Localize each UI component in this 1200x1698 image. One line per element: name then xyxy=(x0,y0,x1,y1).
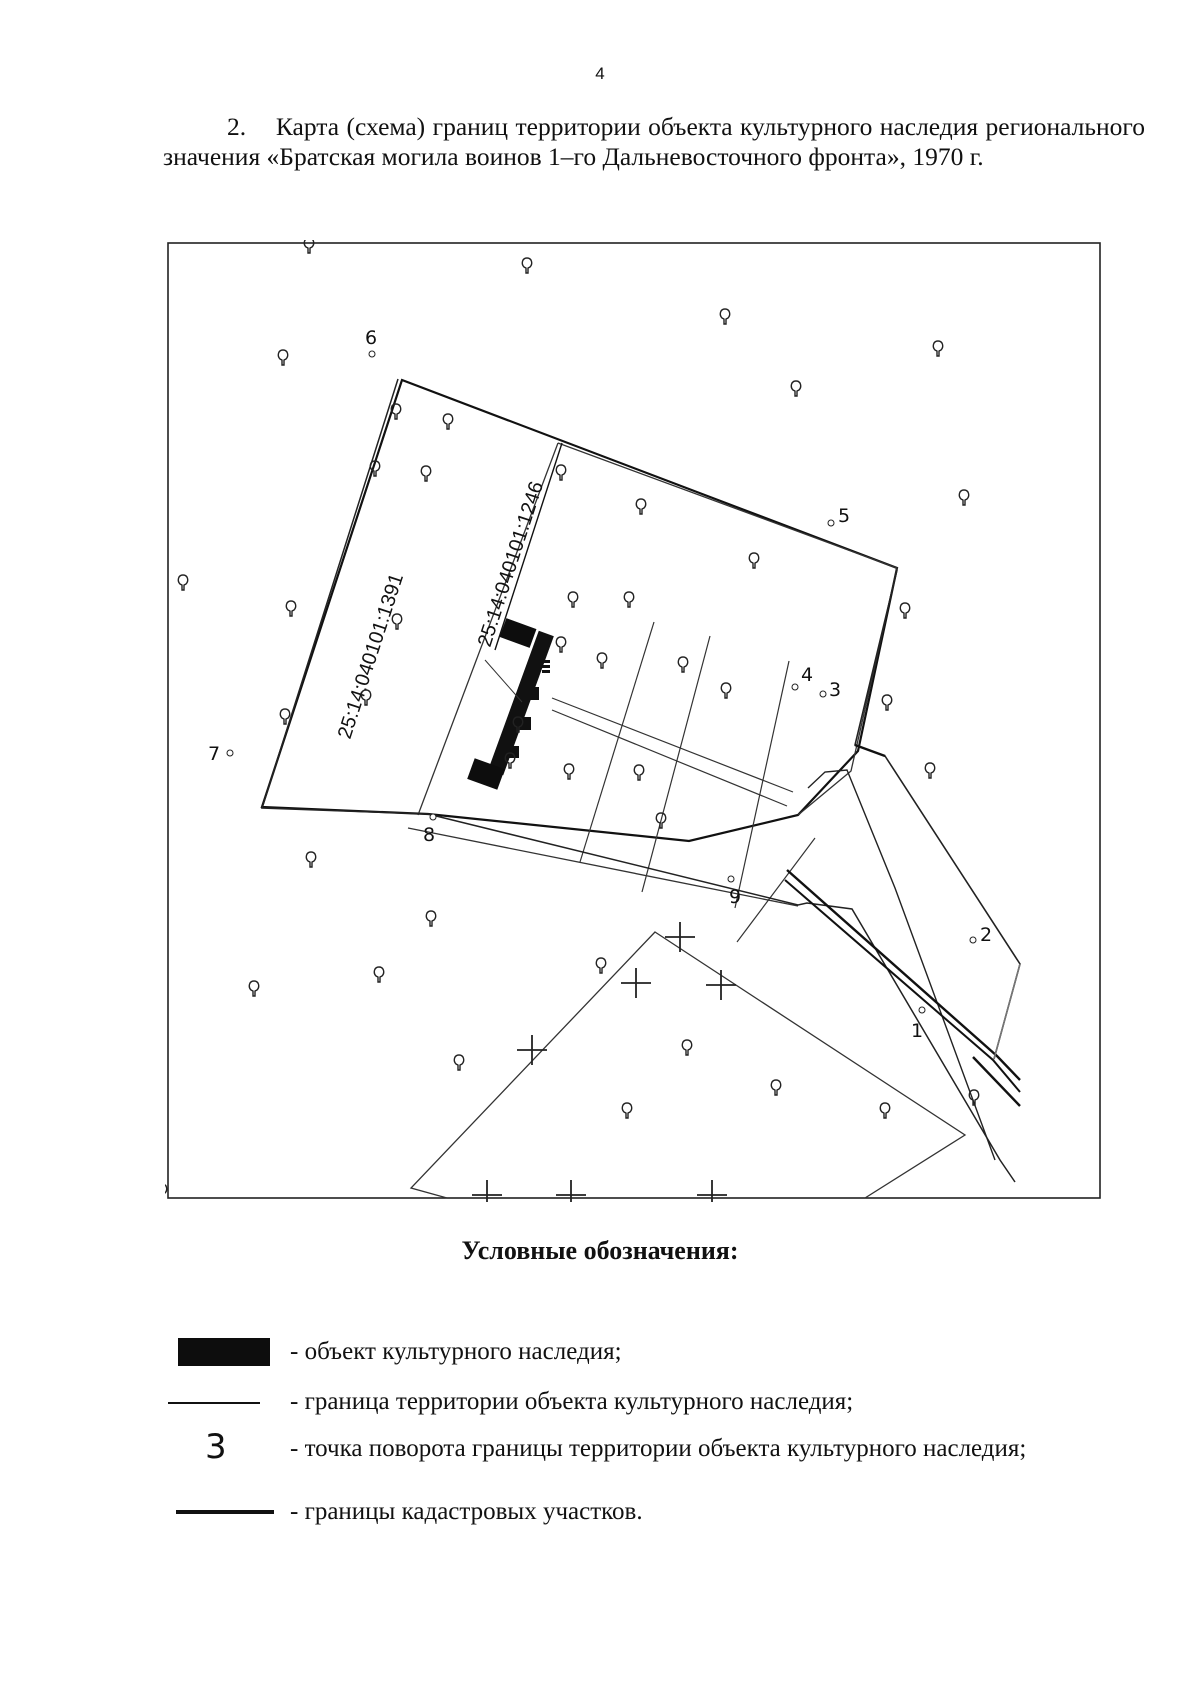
cross-icons xyxy=(471,921,737,1202)
legend-title: Условные обозначения: xyxy=(461,1236,739,1265)
tree-icon xyxy=(899,602,911,619)
boundary-point-2 xyxy=(969,936,977,944)
cross-icon xyxy=(705,969,737,1001)
parcel-1391 xyxy=(260,378,899,843)
boundary-point-label-3: 3 xyxy=(829,679,841,701)
legend-text: - границы кадастровых участков. xyxy=(290,1498,643,1525)
tree-icon xyxy=(719,308,731,325)
boundary-point-5 xyxy=(827,519,835,527)
tree-icon xyxy=(177,574,189,591)
boundary-point-label-7: 7 xyxy=(208,743,220,765)
tree-icon xyxy=(555,464,567,481)
legend-symbol-thin-line xyxy=(168,1402,260,1404)
boundary-point-label-1: 1 xyxy=(911,1020,923,1042)
parcel-1246-left-edge xyxy=(417,442,559,816)
tree-icon xyxy=(596,652,608,669)
tree-icon xyxy=(420,465,432,482)
tree-icon xyxy=(770,1079,782,1096)
tree-icon xyxy=(958,489,970,506)
alleys xyxy=(551,621,816,943)
cross-icon xyxy=(664,921,696,953)
tree-icon xyxy=(279,708,291,725)
boundary-points: 1 2 3 4 5 6 7 8 9 xyxy=(208,327,992,1042)
boundary-point-label-6: 6 xyxy=(365,327,377,349)
tree-icons xyxy=(165,240,980,1200)
tree-icon xyxy=(790,380,802,397)
heritage-boundary xyxy=(260,378,1021,1183)
tree-icon xyxy=(453,1054,465,1071)
tree-icon xyxy=(285,600,297,617)
tree-icon xyxy=(305,851,317,868)
tree-icon xyxy=(748,552,760,569)
parcel-1246-lower-edge xyxy=(407,827,799,907)
parcel-label-1391: 25:14:040101:1391 xyxy=(334,571,408,742)
boundary-point-label-4: 4 xyxy=(801,664,813,686)
tree-icon xyxy=(425,910,437,927)
boundary-point-3 xyxy=(819,690,827,698)
tree-icon xyxy=(303,240,315,254)
tree-icon xyxy=(277,349,289,366)
tree-icon xyxy=(521,257,533,274)
boundary-point-label-9: 9 xyxy=(729,886,741,908)
parcel-1246-outline xyxy=(557,442,898,816)
boundary-point-label-8: 8 xyxy=(423,824,435,846)
tree-icon xyxy=(681,1039,693,1056)
map-frame xyxy=(167,242,1101,1199)
legend-text: - точка поворота границы территории объе… xyxy=(290,1435,1027,1462)
boundary-map: 25:14:040101:1391 25:14:040101:1246 1 2 … xyxy=(165,240,1101,1202)
tree-icon xyxy=(720,682,732,699)
tree-icon xyxy=(165,1183,168,1200)
tree-icon xyxy=(932,340,944,357)
tree-icon xyxy=(595,957,607,974)
parcel-label-1246-underline xyxy=(494,442,563,651)
boundary-point-6 xyxy=(368,350,376,358)
legend-symbol-black-block xyxy=(178,1338,270,1366)
boundary-point-4 xyxy=(791,683,799,691)
tree-icon xyxy=(563,763,575,780)
cross-icon xyxy=(516,1034,548,1066)
legend-text: - объект культурного наследия; xyxy=(290,1338,622,1365)
tree-icon xyxy=(635,498,647,515)
tree-icon xyxy=(623,591,635,608)
tree-icon xyxy=(924,762,936,779)
legend-symbol-number: 3 xyxy=(205,1427,227,1467)
legend-text: - граница территории объекта культурного… xyxy=(290,1388,854,1415)
tree-icon xyxy=(879,1102,891,1119)
boundary-point-7 xyxy=(226,749,234,757)
legend-symbol-thick-line xyxy=(176,1510,274,1514)
tree-icon xyxy=(633,764,645,781)
tree-icon xyxy=(555,636,567,653)
boundary-point-9 xyxy=(727,875,735,883)
tree-icon xyxy=(677,656,689,673)
tree-icon xyxy=(567,591,579,608)
boundary-point-label-2: 2 xyxy=(980,924,992,946)
tree-icon xyxy=(248,980,260,997)
tree-icon xyxy=(881,694,893,711)
tree-icon xyxy=(442,413,454,430)
tree-icon xyxy=(621,1102,633,1119)
boundary-point-1 xyxy=(918,1006,926,1014)
boundary-point-label-5: 5 xyxy=(838,505,850,527)
tree-icon xyxy=(373,966,385,983)
document-heading: 2. Карта (схема) границ территории объек… xyxy=(163,112,1145,171)
cross-icon xyxy=(620,967,652,999)
cemetery-parcel xyxy=(409,931,967,1199)
page-number: 4 xyxy=(595,64,605,83)
boundary-point-8 xyxy=(429,813,437,821)
